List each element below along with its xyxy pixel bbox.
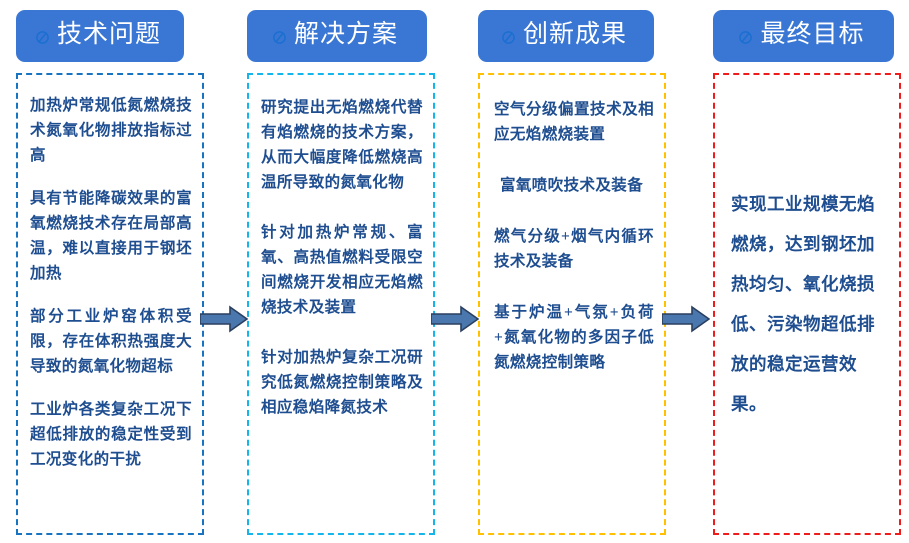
list-item: 加热炉常规低氮燃烧技术氮氧化物排放指标过高 (30, 97, 192, 164)
slashed-circle-icon (738, 30, 753, 45)
slashed-circle-icon (35, 30, 50, 45)
column-body-solutions: 研究提出无焰燃烧代替有焰燃烧的技术方案，从而大幅度降低燃烧高温所导致的氮氧化物 … (247, 73, 435, 535)
list-item: 针对加热炉常规、富氧、高热值燃料受限空间燃烧开发相应无焰燃烧技术及装置 (261, 224, 423, 316)
arrow-problem-to-solution (200, 305, 248, 333)
list-item: 基于炉温+气氛+负荷+氮氧化物的多因子低氮燃烧控制策略 (494, 304, 654, 371)
list-item: 针对加热炉复杂工况研究低氮燃烧控制策略及相应稳焰降氮技术 (261, 349, 423, 416)
list-item: 具有节能降碳效果的富氧燃烧技术存在局部高温，难以直接用于钢坯加热 (30, 190, 192, 282)
column-header-innovation-results[interactable]: 创新成果 (478, 10, 654, 62)
column-body-final-goal: 实现工业规模无焰燃烧，达到钢坯加热均匀、氧化烧损低、污染物超低排放的稳定运营效果… (713, 73, 901, 535)
list-item: 富氧喷吹技术及装备 (500, 177, 644, 194)
column-header-solutions[interactable]: 解决方案 (247, 10, 427, 62)
column-body-innovation-results: 空气分级偏置技术及相应无焰燃烧装置 富氧喷吹技术及装备 燃气分级+烟气内循环技术… (478, 73, 666, 535)
column-header-label: 最终目标 (760, 20, 865, 48)
arrow-solution-to-results (431, 305, 479, 333)
column-final-goal: 最终目标 实现工业规模无焰燃烧，达到钢坯加热均匀、氧化烧损低、污染物超低排放的稳… (713, 10, 901, 535)
column-header-technical-problems[interactable]: 技术问题 (16, 10, 184, 62)
column-solutions: 解决方案 研究提出无焰燃烧代替有焰燃烧的技术方案，从而大幅度降低燃烧高温所导致的… (247, 10, 435, 535)
arrow-results-to-goal (662, 305, 710, 333)
slashed-circle-icon (272, 30, 287, 45)
list-item: 研究提出无焰燃烧代替有焰燃烧的技术方案，从而大幅度降低燃烧高温所导致的氮氧化物 (261, 99, 423, 191)
column-technical-problems: 技术问题 加热炉常规低氮燃烧技术氮氧化物排放指标过高 具有节能降碳效果的富氧燃烧… (16, 10, 204, 535)
column-header-final-goal[interactable]: 最终目标 (713, 10, 894, 62)
list-item: 燃气分级+烟气内循环技术及装备 (494, 228, 654, 270)
slashed-circle-icon (501, 30, 516, 45)
list-item: 空气分级偏置技术及相应无焰燃烧装置 (494, 101, 654, 143)
column-header-label: 技术问题 (56, 20, 161, 48)
list-item: 实现工业规模无焰燃烧，达到钢坯加热均匀、氧化烧损低、污染物超低排放的稳定运营效果… (731, 194, 875, 414)
column-header-label: 解决方案 (293, 20, 398, 48)
list-item: 部分工业炉窑体积受限，存在体积热强度大导致的氮氧化物超标 (30, 308, 192, 375)
column-header-label: 创新成果 (522, 20, 627, 48)
list-item: 工业炉各类复杂工况下超低排放的稳定性受到工况变化的干扰 (30, 401, 192, 468)
column-innovation-results: 创新成果 空气分级偏置技术及相应无焰燃烧装置 富氧喷吹技术及装备 燃气分级+烟气… (478, 10, 666, 535)
column-body-technical-problems: 加热炉常规低氮燃烧技术氮氧化物排放指标过高 具有节能降碳效果的富氧燃烧技术存在局… (16, 73, 204, 535)
